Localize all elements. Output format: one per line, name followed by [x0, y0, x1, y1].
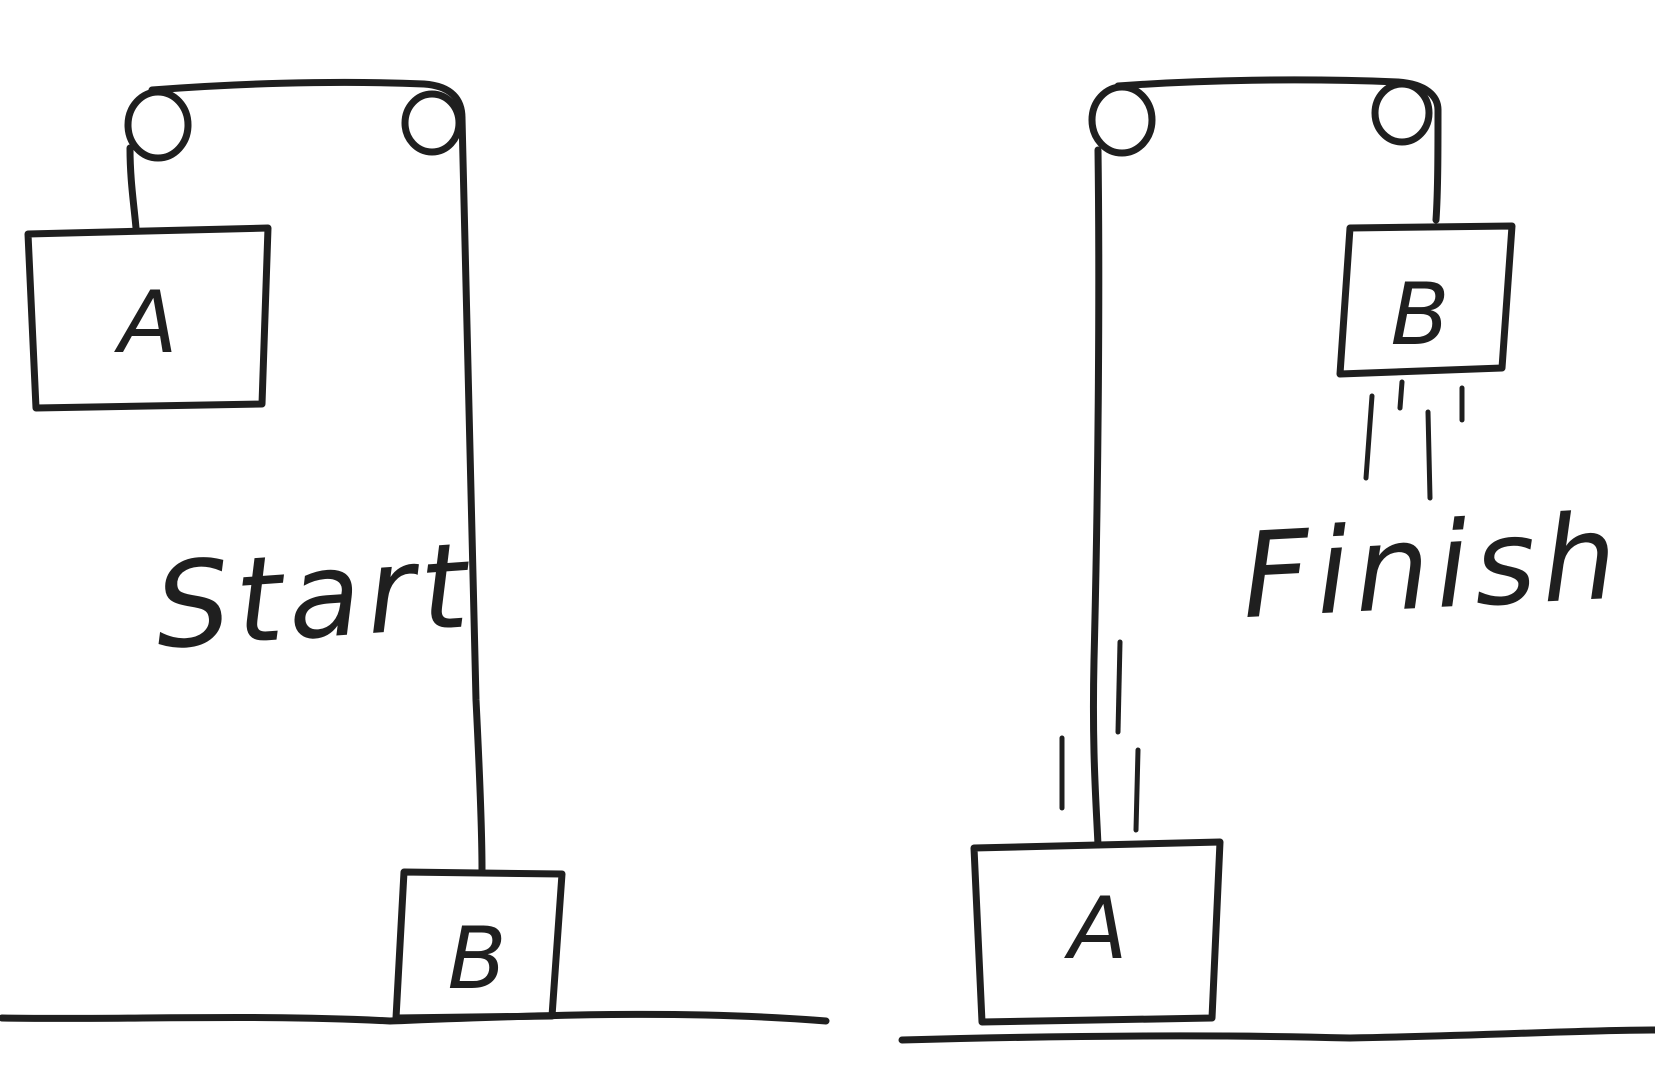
start-rope-to-b: [458, 114, 486, 874]
start-block-b: [392, 868, 566, 1022]
start-left-pulley: [124, 88, 192, 162]
finish-motion-line-7: [1133, 747, 1141, 833]
finish-rope-to-a: [1089, 146, 1103, 849]
finish-panel: B A Finish: [898, 76, 1655, 1044]
finish-block-a: [970, 838, 1224, 1026]
finish-caption: Finish: [1239, 487, 1626, 645]
finish-motion-line-1: [1363, 393, 1375, 481]
finish-motion-line-6: [1115, 639, 1123, 735]
finish-right-pulley: [1371, 80, 1433, 146]
finish-block-b: [1336, 222, 1516, 378]
finish-rope-to-b: [1432, 106, 1442, 224]
finish-motion-line-2: [1397, 379, 1405, 411]
finish-block-b-label: B: [1391, 265, 1450, 365]
start-right-pulley: [401, 90, 463, 156]
finish-ground-line: [898, 1026, 1655, 1044]
start-block-b-label: B: [448, 909, 507, 1009]
finish-top-rope: [1114, 76, 1442, 114]
finish-block-a-label: A: [1064, 879, 1128, 979]
start-block-a-label: A: [114, 273, 178, 373]
finish-left-pulley: [1088, 83, 1156, 157]
start-block-a: [24, 224, 272, 412]
start-top-rope: [148, 78, 466, 122]
start-ground-line: [0, 1010, 830, 1025]
start-rope-to-a: [126, 144, 140, 232]
start-panel: A B Start: [0, 78, 830, 1025]
finish-motion-line-3: [1425, 409, 1433, 501]
start-caption: Start: [150, 516, 477, 676]
